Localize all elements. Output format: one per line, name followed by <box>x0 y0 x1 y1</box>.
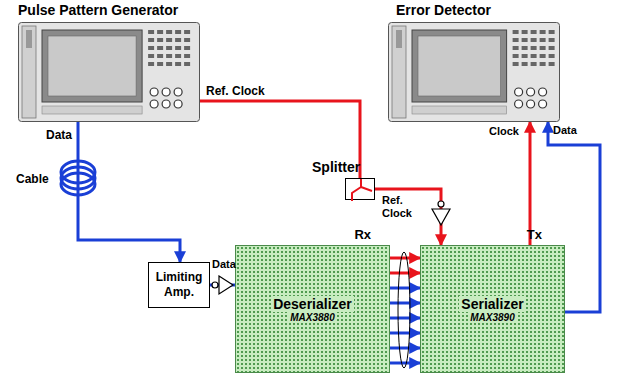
cable-coil <box>61 161 95 195</box>
serializer-chip: TxSerializerMAX3890 <box>420 245 565 373</box>
signal-label: Data <box>212 258 236 270</box>
part-label: Cable <box>16 172 49 186</box>
signal-label: Ref. Clock <box>382 194 426 219</box>
data-line <box>78 122 180 262</box>
bus-line <box>390 287 420 290</box>
part-number: MAX3880 <box>288 312 336 323</box>
chip-name: Deserializer <box>271 296 354 312</box>
instrument-illustration <box>388 22 560 122</box>
error-detector: Error Detector <box>388 22 560 122</box>
pulse-pattern-generator: Pulse Pattern Generator <box>18 22 200 122</box>
port-tag: Tx <box>527 227 542 242</box>
bus-line <box>390 347 420 350</box>
instrument-title: Pulse Pattern Generator <box>18 2 178 18</box>
signal-label: Clock <box>489 125 519 137</box>
parallel-bus <box>390 273 420 363</box>
bus-line <box>390 317 420 320</box>
signal-label: Data <box>553 124 577 136</box>
clock-line <box>529 122 532 245</box>
clock-buffer <box>432 201 450 225</box>
port-tag: Rx <box>354 227 371 242</box>
splitter-title: Splitter <box>312 159 360 175</box>
part-number: MAX3890 <box>468 312 516 323</box>
chip-name: Serializer <box>459 296 525 312</box>
input-buffer <box>212 276 233 294</box>
limiting-amp-box: Limiting Amp. <box>148 262 210 308</box>
power-switch <box>26 30 32 48</box>
bus-line <box>390 332 420 335</box>
splitter-box: Splitter <box>345 178 375 200</box>
bus-line <box>390 362 420 365</box>
deserializer-chip: RxDeserializerMAX3880 <box>235 245 390 373</box>
bus-bracket <box>398 252 410 368</box>
bus-line <box>390 302 420 305</box>
instrument-illustration <box>18 22 200 122</box>
signal-label: Ref. Clock <box>206 84 265 98</box>
splitter-symbol <box>346 179 376 201</box>
node-text: Limiting Amp. <box>153 270 205 300</box>
signal-label: Data <box>46 128 72 142</box>
power-switch <box>396 30 402 48</box>
clock-line <box>375 189 441 245</box>
screen <box>42 30 142 102</box>
instrument-title: Error Detector <box>396 2 491 18</box>
screen <box>412 30 507 102</box>
bus-line <box>390 272 420 275</box>
clock-line <box>200 101 360 178</box>
clock-line <box>390 257 420 260</box>
